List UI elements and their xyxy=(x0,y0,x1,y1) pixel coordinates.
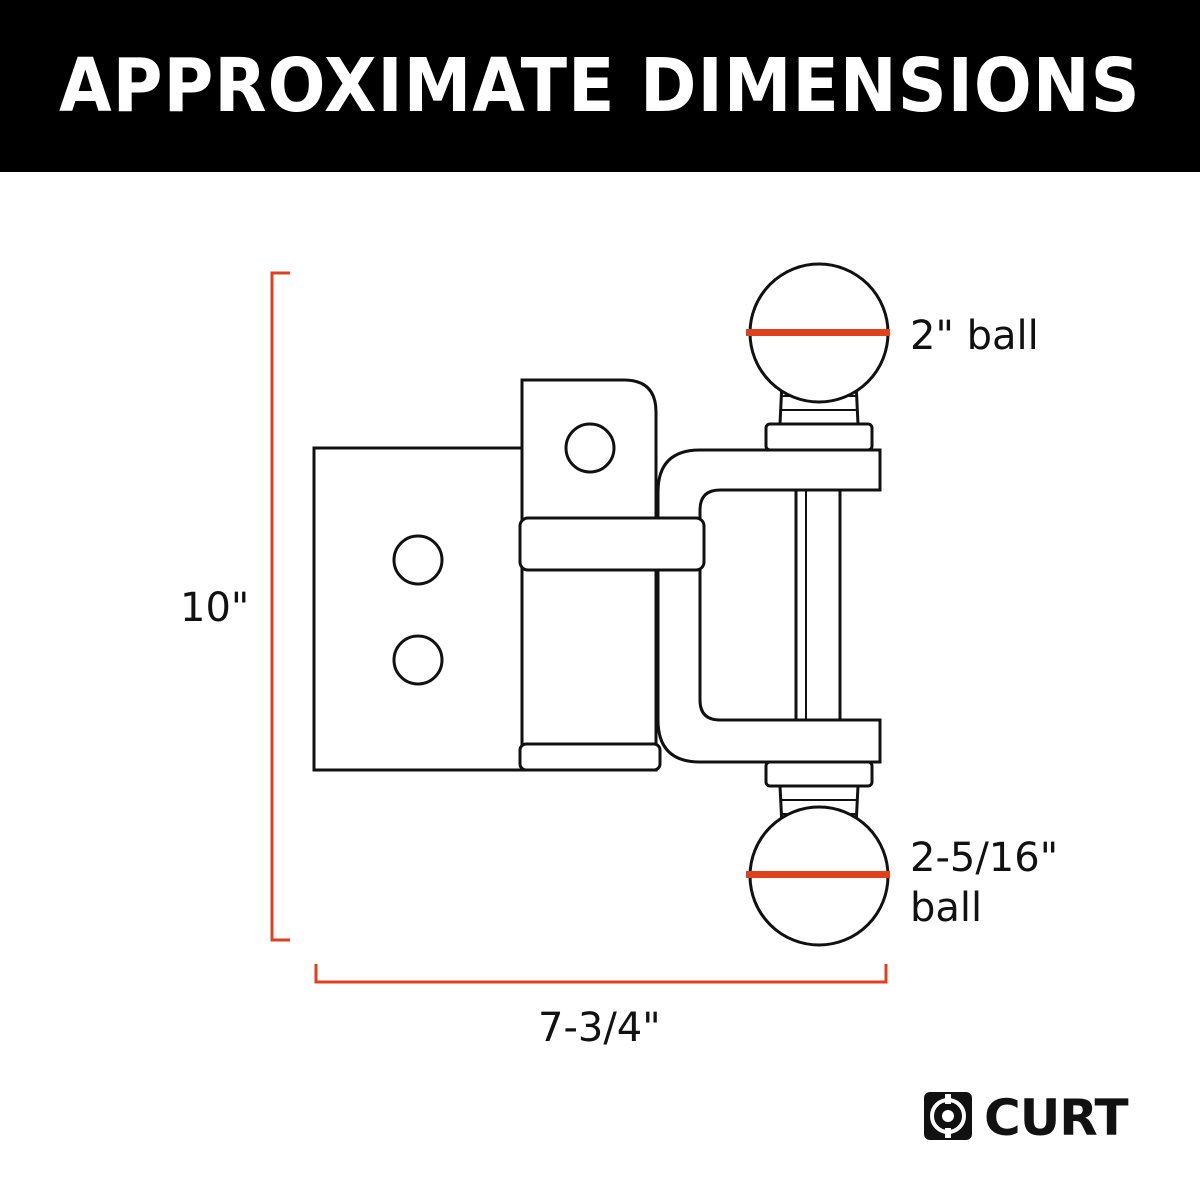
shank-hole-upper xyxy=(392,534,444,586)
sleeve xyxy=(520,378,658,772)
curt-logo-icon xyxy=(922,1090,974,1146)
brand-name: CURT xyxy=(984,1089,1129,1147)
sleeve-collar-bottom xyxy=(518,742,662,772)
title-banner: APPROXIMATE DIMENSIONS xyxy=(0,0,1200,172)
width-label: 7-3/4" xyxy=(538,1005,661,1051)
sleeve-collar-band xyxy=(518,516,706,572)
shank-plate xyxy=(312,446,528,772)
ball-mount-bracket xyxy=(656,448,882,764)
bottom-ball-base xyxy=(764,760,874,788)
top-ball-diameter-line xyxy=(746,329,890,336)
bottom-ball-label-size: 2-5/16" xyxy=(910,835,1059,881)
brand-logo: CURT xyxy=(922,1089,1129,1147)
ball-shaft xyxy=(794,488,842,722)
bottom-ball-label-word: ball xyxy=(910,885,983,931)
top-ball-label: 2" ball xyxy=(910,313,1039,359)
shank-hole-lower xyxy=(392,634,444,686)
width-dimension-line xyxy=(314,964,888,984)
height-label: 10" xyxy=(180,585,250,631)
top-ball-base xyxy=(764,422,874,452)
page-title: APPROXIMATE DIMENSIONS xyxy=(59,43,1141,129)
sleeve-pin-hole xyxy=(564,422,616,474)
hitch-outline xyxy=(312,262,890,947)
bottom-ball-diameter-line xyxy=(746,871,890,878)
height-dimension-line xyxy=(270,271,290,942)
